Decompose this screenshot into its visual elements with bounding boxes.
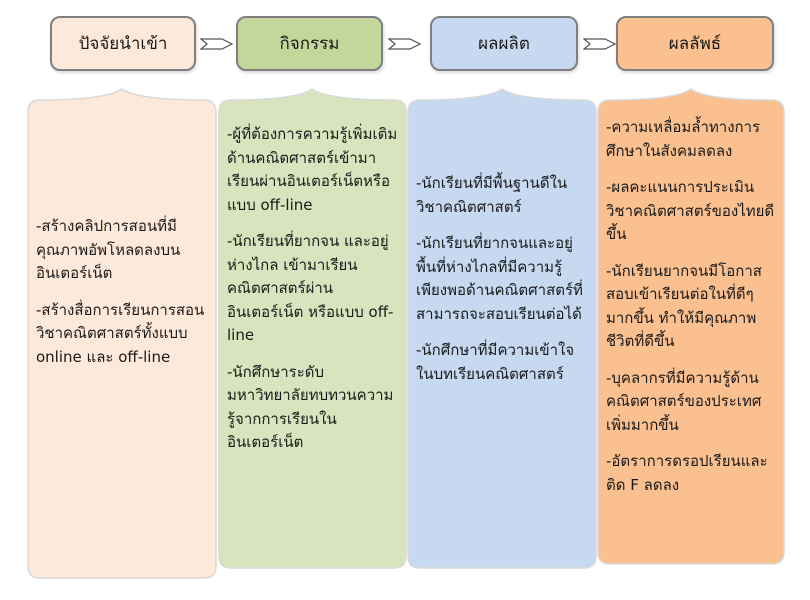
header-outcomes-label: ผลลัพธ์ [668, 34, 722, 54]
flow-arrow-icon [583, 38, 617, 50]
panel-outputs: -นักเรียนที่มีพื้นฐานดีในวิชาคณิตศาสตร์ … [406, 88, 598, 570]
panel-outcomes-item: -บุคลากรที่มีความรู้ด้านคณิตศาสตร์ของประ… [606, 368, 762, 434]
panel-inputs-item: -สร้างคลิปการสอนที่มีคุณภาพอัพโหลดลงบนอิ… [36, 217, 181, 282]
panel-outputs-item: -นักเรียนที่มีพื้นฐานดีในวิชาคณิตศาสตร์ [416, 174, 568, 216]
panel-activities: -ผู้ที่ต้องการความรู้เพิ่มเติมด้านคณิตศา… [217, 88, 408, 570]
header-outputs: ผลผลิต [430, 16, 578, 71]
header-inputs: ปัจจัยนำเข้า [50, 16, 196, 71]
panel-activities-content: -ผู้ที่ต้องการความรู้เพิ่มเติมด้านคณิตศา… [227, 123, 400, 468]
panel-outcomes-item: -อัตราการดรอปเรียนและติด F ลดลง [606, 452, 768, 494]
panel-inputs-item: -สร้างสื่อการเรียนการสอนวิชาคณิตศาสตร์ทั… [36, 300, 205, 366]
panel-outputs-item: -นักศึกษาที่มีความเข้าใจในบทเรียนคณิตศาส… [416, 341, 575, 383]
panel-outcomes-content: -ความเหลื่อมล้ำทางการศึกษาในสังคมลดลง -ผ… [606, 116, 778, 510]
panel-outputs-content: -นักเรียนที่มีพื้นฐานดีในวิชาคณิตศาสตร์ … [416, 172, 590, 399]
header-outcomes: ผลลัพธ์ [616, 16, 774, 71]
panel-outcomes-item: -ความเหลื่อมล้ำทางการศึกษาในสังคมลดลง [606, 118, 761, 160]
panel-activities-item: -นักเรียนที่ยากจน และอยู่ห่างไกล เข้ามาเ… [227, 232, 394, 344]
panel-outputs-shape [407, 88, 597, 569]
header-outputs-label: ผลผลิต [478, 34, 530, 54]
panel-inputs-content: -สร้างคลิปการสอนที่มีคุณภาพอัพโหลดลงบนอิ… [36, 215, 210, 382]
panel-activities-item: -ผู้ที่ต้องการความรู้เพิ่มเติมด้านคณิตศา… [227, 125, 398, 214]
flow-arrow-icon [200, 38, 234, 50]
panel-activities-shape [218, 88, 407, 569]
panel-inputs-shape [27, 88, 217, 579]
panel-outputs-item: -นักเรียนที่ยากจนและอยู่พื้นที่ห่างไกลที… [416, 234, 583, 323]
panel-outcomes-item: -ผลคะแนนการประเมินวิชาคณิตศาสตร์ของไทยดี… [606, 178, 775, 243]
panel-inputs: -สร้างคลิปการสอนที่มีคุณภาพอัพโหลดลงบนอิ… [26, 88, 218, 580]
header-activities-label: กิจกรรม [279, 34, 340, 54]
flow-arrow-icon [388, 38, 422, 50]
panel-outcomes: -ความเหลื่อมล้ำทางการศึกษาในสังคมลดลง -ผ… [596, 88, 786, 566]
panel-outcomes-item: -นักเรียนยากจนมีโอกาสสอบเข้าเรียนต่อในที… [606, 261, 762, 351]
header-activities: กิจกรรม [236, 16, 383, 71]
panel-outcomes-shape [597, 88, 785, 565]
panel-activities-item: -นักศึกษาระดับมหาวิทยาลัยทบทวนความรู้จาก… [227, 362, 394, 452]
header-inputs-label: ปัจจัยนำเข้า [78, 34, 168, 54]
